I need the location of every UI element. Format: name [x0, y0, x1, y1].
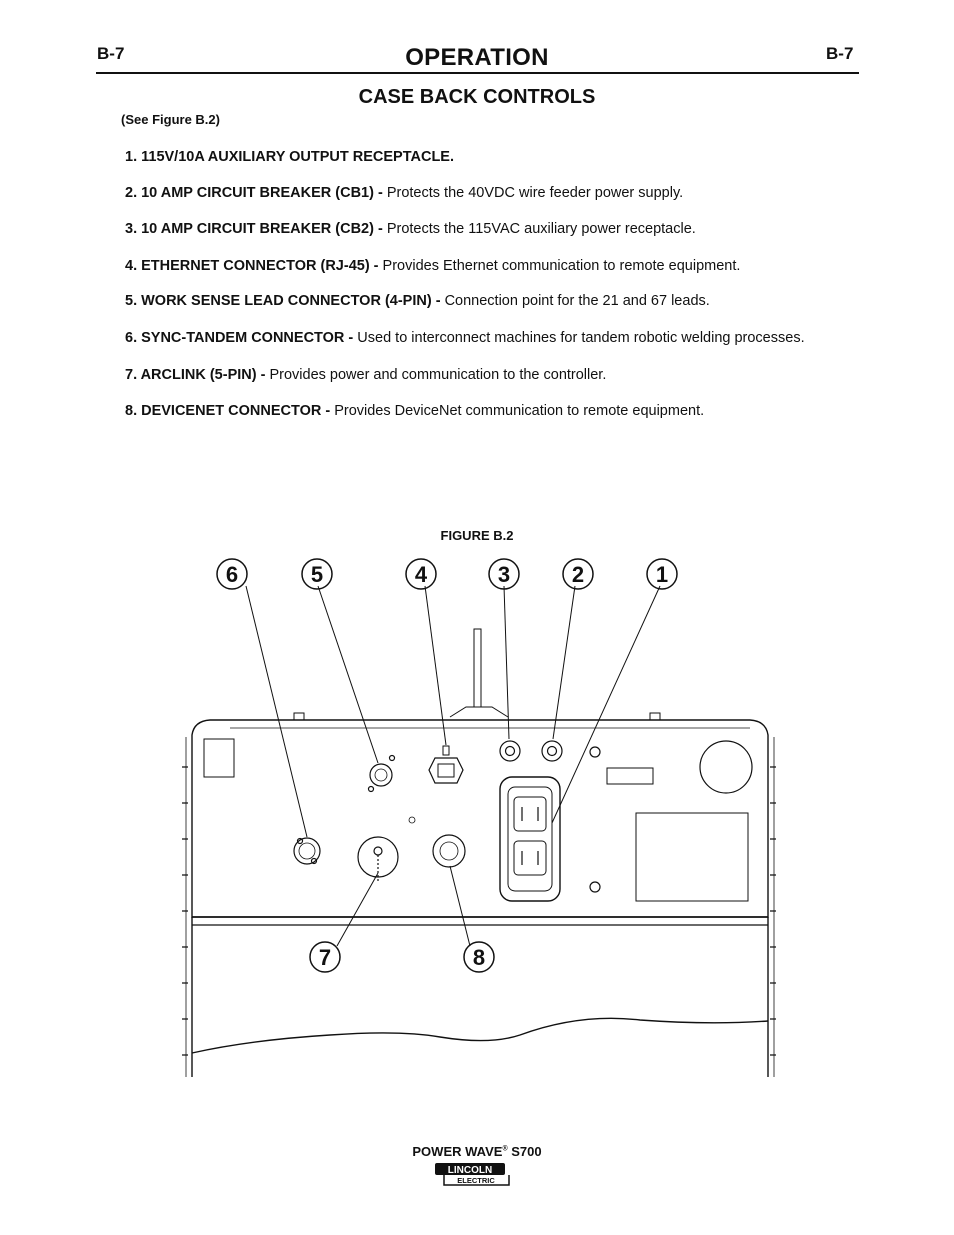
callout-5: 5 — [311, 562, 323, 587]
item-label: 3. 10 AMP CIRCUIT BREAKER (CB2) - — [125, 221, 387, 237]
item-description: Provides DeviceNet communication to remo… — [334, 403, 705, 419]
section-title: CASE BACK CONTROLS — [358, 86, 596, 108]
item-description: Protects the 115VAC auxiliary power rece… — [386, 221, 696, 237]
item-label: 7. ARCLINK (5-PIN) - — [125, 367, 270, 383]
product-name: POWER WAVE® S700 — [412, 1144, 542, 1159]
item-description: Provides power and communication to the … — [269, 367, 607, 383]
list-item: 8. DEVICENET CONNECTOR - Provides Device… — [125, 403, 704, 419]
item-description: Provides Ethernet communication to remot… — [382, 258, 741, 274]
list-item: 2. 10 AMP CIRCUIT BREAKER (CB1) - Protec… — [125, 185, 683, 201]
item-description: Used to interconnect machines for tandem… — [357, 330, 805, 346]
page-title: OPERATION — [405, 44, 549, 71]
list-item: 3. 10 AMP CIRCUIT BREAKER (CB2) - Protec… — [125, 221, 696, 237]
callout-3: 3 — [498, 562, 510, 587]
case-back-diagram: 6 5 4 3 2 1 7 8 — [182, 558, 776, 1077]
logo-top-text: LINCOLN — [448, 1165, 492, 1176]
lincoln-electric-logo: LINCOLN ELECTRIC — [435, 1163, 510, 1186]
page-number-left: B-7 — [97, 44, 125, 63]
list-item: 4. ETHERNET CONNECTOR (RJ-45) - Provides… — [125, 258, 740, 274]
list-item: 6. SYNC-TANDEM CONNECTOR - Used to inter… — [125, 330, 805, 346]
item-label: 4. ETHERNET CONNECTOR (RJ-45) - — [125, 258, 383, 274]
item-description: Connection point for the 21 and 67 leads… — [444, 293, 710, 309]
item-label: 8. DEVICENET CONNECTOR - — [125, 403, 335, 419]
item-description: Protects the 40VDC wire feeder power sup… — [386, 185, 684, 201]
item-label: 2. 10 AMP CIRCUIT BREAKER (CB1) - — [125, 185, 387, 201]
list-item: 7. ARCLINK (5-PIN) - Provides power and … — [125, 367, 606, 383]
item-label: 6. SYNC-TANDEM CONNECTOR - — [125, 330, 358, 346]
callout-2: 2 — [572, 562, 584, 587]
list-item: 5. WORK SENSE LEAD CONNECTOR (4-PIN) - C… — [125, 293, 710, 309]
logo-bottom-text: ELECTRIC — [457, 1176, 495, 1185]
list-item: 1. 115V/10A AUXILIARY OUTPUT RECEPTACLE. — [125, 149, 454, 165]
figure-caption: FIGURE B.2 — [440, 528, 514, 543]
header-rule — [96, 72, 859, 74]
callout-8: 8 — [473, 945, 485, 970]
page-number-right: B-7 — [826, 44, 854, 63]
callout-1: 1 — [656, 562, 668, 587]
callout-7: 7 — [319, 945, 331, 970]
figure-reference: (See Figure B.2) — [121, 112, 220, 127]
callout-6: 6 — [226, 562, 238, 587]
item-label: 1. 115V/10A AUXILIARY OUTPUT RECEPTACLE. — [125, 149, 455, 165]
item-label: 5. WORK SENSE LEAD CONNECTOR (4-PIN) - — [125, 293, 445, 309]
callout-4: 4 — [415, 562, 428, 587]
